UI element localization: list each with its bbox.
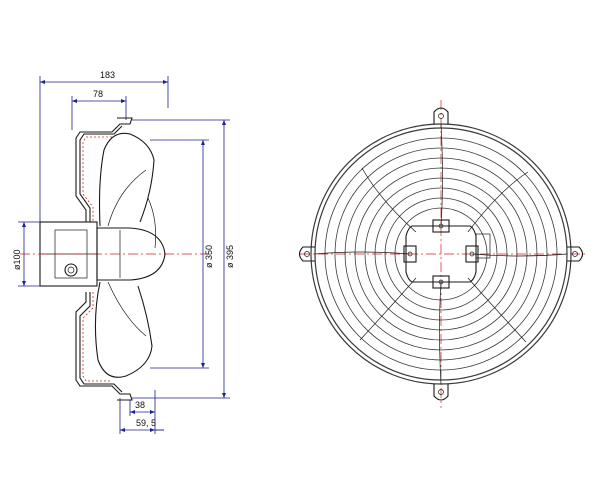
dimension-flange-offset: 59, 5 [119,398,164,434]
fan-side-view: 183 78 [12,70,235,434]
dimension-label-guard: ø 395 [225,245,235,268]
dimension-hub-diameter: ø100 [12,221,40,287]
dimension-label-59-5: 59, 5 [136,418,156,428]
dimension-label-hub: ø100 [12,249,22,270]
dimension-motor-depth: 78 [71,89,127,130]
dimension-label-183: 183 [100,70,115,80]
fan-hub [96,227,166,281]
guard-ring [334,147,548,361]
guard-ring [324,137,558,371]
dimension-blade-offset: 38 [129,390,156,434]
guard-ring [374,187,508,321]
guard-ring [394,207,488,301]
dimension-blade-diameter: ø 350 [150,139,214,369]
dimension-guard-diameter: ø 395 [132,119,235,399]
dimension-label-78: 78 [93,89,103,99]
fan-guard-front-view [298,100,585,408]
dimension-overall-depth: 183 [39,70,169,222]
guard-ring [354,167,528,341]
mounting-feet [298,107,584,401]
guard-ring [384,197,498,311]
motor-body [20,221,210,287]
dimension-label-38: 38 [135,400,145,410]
guard-radial-wires [314,123,568,385]
dimension-label-blade: ø 350 [204,245,214,268]
guard-frame-profile [75,117,133,401]
fan-blades [94,132,157,378]
guard-ring [364,177,518,331]
motor-mount-frame [403,219,491,289]
guard-ring [344,157,538,351]
